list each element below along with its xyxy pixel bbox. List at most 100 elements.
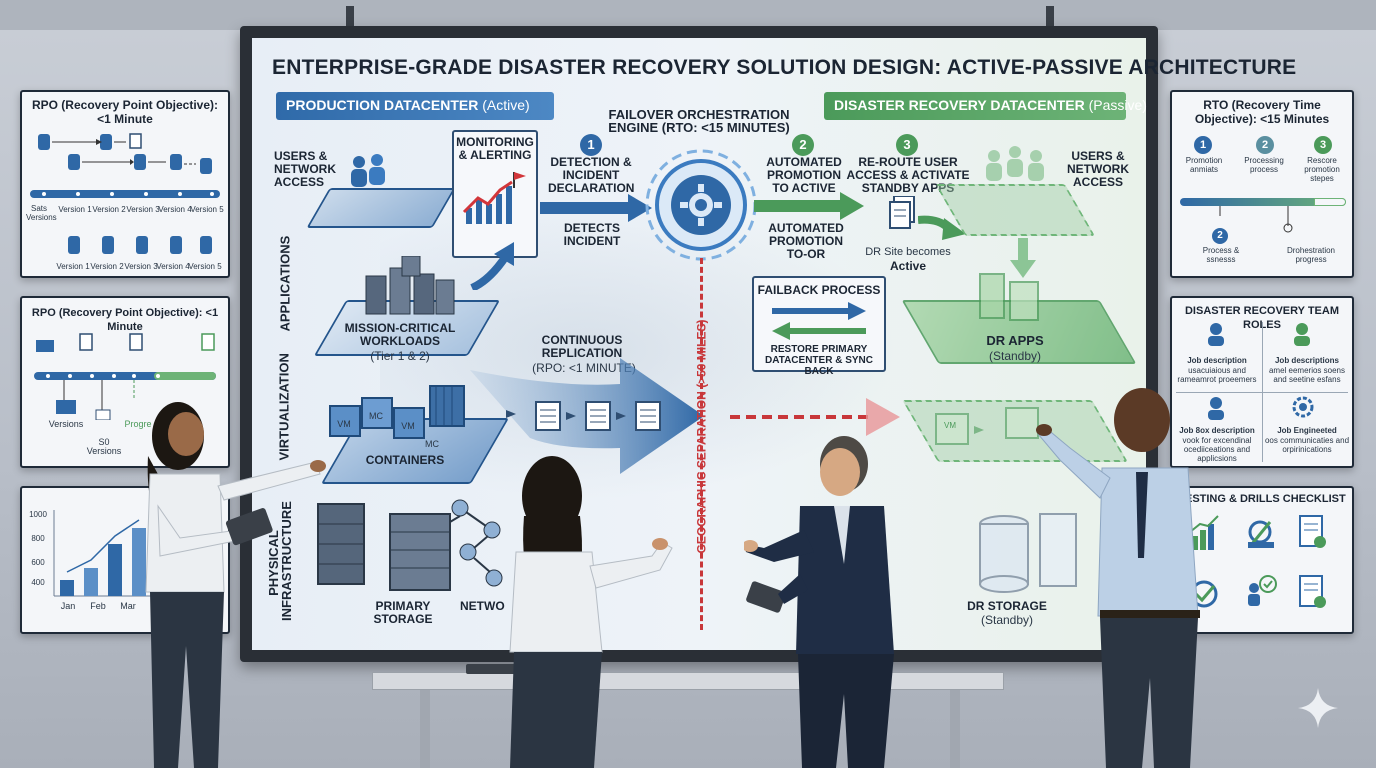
layer-applications-label: APPLICATIONS <box>277 235 293 332</box>
detection-arrow <box>540 194 652 222</box>
step-1-label: DETECTION & INCIDENT DECLARATION <box>548 155 635 195</box>
role-1-desc: usacuiaious and rameamrot proeemers <box>1177 366 1257 384</box>
monitoring-feed-arrow <box>470 240 530 292</box>
dr-storage-icon <box>978 510 1078 596</box>
lp3-bar-2 <box>108 544 122 596</box>
right-panel-rto <box>1170 90 1354 278</box>
lp1-bottom-label-4: Version 5 <box>188 262 222 271</box>
lp1-bottom-label-2: Version 3 <box>124 262 158 271</box>
automated-promotion-label: AUTOMATED PROMOTION TO-OR <box>768 221 844 261</box>
lp3-bar-1 <box>84 568 98 596</box>
test-checklist-icon <box>1299 575 1326 608</box>
lp1-top-label-4: Version 4 <box>158 205 192 214</box>
table-device <box>466 664 526 674</box>
dr-down-arrow <box>1010 238 1036 278</box>
prod-users-platform <box>306 188 456 228</box>
lp1-top-label-0: Sats Versions <box>26 204 57 222</box>
dr-site-active-label: Active <box>889 259 927 273</box>
promotion-arrow <box>754 192 864 220</box>
testing-icons <box>1186 512 1342 628</box>
orchestration-engine-gear-icon <box>644 148 758 262</box>
storage-network-icon <box>316 498 516 598</box>
dr-storage-label: DR STORAGE <box>967 599 1047 613</box>
ceiling-mount-right <box>1046 6 1054 26</box>
lp1-top-label-5: Version 5 <box>190 205 224 214</box>
rto-step-1-label: Promotion anmiats <box>1185 156 1223 174</box>
left-panel-rpo-versions <box>20 90 230 278</box>
test-clipboard-icon <box>1299 515 1326 548</box>
document-icon <box>888 195 916 230</box>
rto-bottom-label-orchestration: Drohestration progress <box>1286 246 1336 264</box>
lp3-trend-line <box>66 519 140 573</box>
server-rack-icon <box>362 255 458 316</box>
failback-arrows-icon <box>770 300 868 342</box>
right-panel-3-title: TESTING & DRILLS CHECKLIST <box>1178 493 1346 505</box>
network-label: NETWO <box>460 599 505 613</box>
role-1-title: Job description <box>1187 356 1247 365</box>
rto-progress-bar <box>1180 198 1346 206</box>
rto-step-3-label: Rescore promotion stepes <box>1304 156 1340 183</box>
geographic-separation-line <box>700 258 704 630</box>
lp3-bar-0 <box>60 580 74 596</box>
left-panel-2-title: RPO (Recovery Point Objective): <1 Minut… <box>31 307 219 333</box>
rto-bottom-label-process: Process & ssnesss <box>1202 246 1240 264</box>
lp1-top-label-1: Version 1 <box>58 205 92 214</box>
test-chart-icon <box>1189 515 1219 550</box>
production-datacenter-header: PRODUCTION DATACENTER (Active) <box>276 92 554 120</box>
roles-divider-horizontal <box>1176 392 1348 393</box>
ceiling-mount-left <box>346 6 354 26</box>
dr-users-icon <box>980 144 1050 188</box>
workloads-tier-label: (Tier 1 & 2) <box>370 349 430 363</box>
production-header-state: (Active) <box>482 97 530 113</box>
rto-step-2-badge: 2 <box>1256 136 1274 154</box>
lp1-bottom-label-1: Version 2 <box>90 262 124 271</box>
rpo-version-dbs-icon <box>60 234 220 256</box>
presenter-woman-center <box>490 456 680 768</box>
step-3-label: RE-ROUTE USER ACCESS & ACTIVATE STANDBY … <box>846 155 970 195</box>
dr-server-icon <box>976 270 1046 322</box>
dr-storage-state: (Standby) <box>980 613 1034 627</box>
role-2-desc: amel eemerios soens and seetine esfans <box>1268 366 1346 384</box>
lp1-top-label-3: Version 3 <box>126 205 160 214</box>
dr-apps-label: DR APPS <box>986 333 1044 348</box>
rto-step-1-badge: 1 <box>1194 136 1212 154</box>
vm-label-2: MC <box>369 411 383 421</box>
rto-bottom-badge: 2 <box>1212 228 1228 244</box>
lp3-y-tick-2: 600 <box>31 558 45 567</box>
table-leg-right <box>950 690 960 768</box>
test-team-icon <box>1248 575 1277 606</box>
dr-users-label: USERS & NETWORK ACCESS <box>1067 149 1129 189</box>
dr-site-becomes-label: DR Site becomes <box>865 246 951 258</box>
role-manager-icon <box>1292 322 1312 346</box>
vm-label-1: VM <box>337 419 351 429</box>
lp1-bottom-label-0: Version 1 <box>56 262 90 271</box>
lp3-x-tick-1: Feb <box>90 601 106 611</box>
lp3-bar-3 <box>132 528 146 596</box>
step-1-badge: 1 <box>580 134 602 156</box>
step-2-badge: 2 <box>792 134 814 156</box>
orchestration-title-line1: FAILOVER ORCHESTRATION <box>608 107 790 122</box>
rpo-timeline-icons <box>34 330 220 421</box>
rto-step-2-label: Processing process <box>1244 156 1284 174</box>
replication-title: CONTINUOUS REPLICATION <box>541 333 623 360</box>
monitoring-label: MONITORING & ALERTING <box>456 135 534 162</box>
failback-title: FAILBACK PROCESS <box>757 283 881 297</box>
presenter-man-right <box>1030 388 1210 768</box>
right-panel-testing <box>1170 486 1354 634</box>
presenter-man-suit <box>742 434 924 768</box>
orchestration-title: FAILOVER ORCHESTRATION ENGINE (RTO: <15 … <box>604 108 794 134</box>
primary-storage-label: PRIMARY STORAGE <box>373 599 433 626</box>
replication-documents-icon <box>530 396 670 432</box>
detects-incident-label: DETECTS INCIDENT <box>563 221 621 248</box>
step-2-label: AUTOMATED PROMOTION TO ACTIVE <box>766 155 842 195</box>
replication-rpo: (RPO: <1 MINUTE) <box>532 361 636 375</box>
lp1-bottom-label-3: Version 4 <box>156 262 190 271</box>
left-panel-bar-chart <box>53 510 156 597</box>
test-tools-icon <box>1248 520 1274 548</box>
role-gear-icon <box>1292 396 1314 418</box>
geographic-separation-label: GEOGRAPHIC SEPARATION (>50 MILES) <box>694 319 709 554</box>
rpo-snapshot-icons <box>30 128 220 208</box>
role-4-desc: oos communicaties and orpirinications <box>1264 436 1350 454</box>
containers-label: CONTAINERS <box>365 453 445 467</box>
role-2-title: Job descriptions <box>1274 356 1339 365</box>
